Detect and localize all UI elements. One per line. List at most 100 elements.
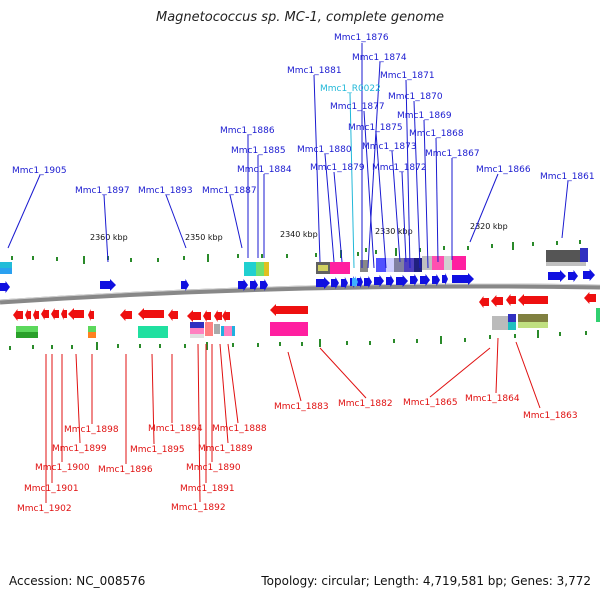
reverse-gene-arrow [214,310,222,322]
gene-label-leader [515,341,541,409]
gene-label: Mmc1_1872 [372,163,427,173]
gene-label: Mmc1_1892 [171,503,226,513]
rna-label: Mmc1_R0022 [320,84,381,94]
gene-label-leader [561,180,569,239]
gene-label: Mmc1_1873 [362,142,417,152]
gene-label: Mmc1_1884 [237,165,292,175]
gene-label: Mmc1_1900 [35,463,90,473]
gene-label: Mmc1_1866 [476,165,531,175]
gene-label: Mmc1_1874 [352,53,407,63]
scale-tick [393,339,395,343]
reverse-gene-arrow [25,309,31,321]
forward-gene-arrow [583,269,595,281]
gene-features [0,248,600,338]
scale-tick [579,240,581,244]
reverse-gene-arrow [61,308,67,320]
gene-label: Mmc1_1889 [198,444,253,454]
function-block [318,265,328,271]
gene-label: Mmc1_1875 [348,123,403,133]
scale-tick [357,252,359,256]
function-block [394,258,404,272]
gene-label: Mmc1_1885 [231,146,286,156]
forward-gene-arrow [374,275,384,287]
forward-gene-arrow [100,279,116,291]
function-block [360,260,368,272]
gene-label-leader [495,337,499,394]
forward-gene-arrow [396,275,408,287]
scale-tick [416,339,418,343]
gene-label: Mmc1_1893 [138,186,193,196]
function-block [444,256,452,270]
gene-label-leader [429,347,491,398]
reverse-gene-arrow [120,309,132,321]
forward-gene-arrow [410,274,418,286]
function-block [508,314,516,322]
gene-label: Mmc1_1894 [148,424,203,434]
scale-tick [237,254,239,258]
function-block [244,262,256,276]
scale-label: 2330 kbp [375,227,413,236]
gene-label-leader [227,343,239,424]
scale-tick [184,344,186,348]
scale-tick [319,339,321,347]
scale-tick [532,242,534,246]
gene-label: Mmc1_1876 [334,33,389,43]
gene-label: Mmc1_1901 [24,484,79,494]
gene-label-leader [75,353,81,444]
forward-gene-arrow [386,275,394,287]
forward-gene-arrow [260,279,268,291]
genome-title: Magnetococcus sp. MC-1, complete genome [155,10,445,25]
reverse-gene-arrow [518,294,548,306]
reverse-gene-arrow [187,310,201,322]
forward-gene-arrow [452,273,474,285]
gene-label-leader [423,119,429,269]
label-leaders [7,43,569,503]
function-block [88,332,96,338]
scale-tick [32,345,34,349]
gene-label-leader [435,137,439,263]
scale-tick [489,335,491,339]
scale-tick [467,246,469,250]
scale-tick [232,343,234,347]
gene-label: Mmc1_1864 [465,394,520,404]
scale-tick [491,244,493,248]
scale-tick [157,258,159,262]
gene-label: Mmc1_1896 [98,465,153,475]
reverse-gene-arrow [68,308,84,320]
function-block [224,326,232,336]
forward-gene-arrow [341,277,348,289]
backbone-arc [0,283,600,305]
forward-gene-arrow [250,279,258,291]
forward-gene-arrow [442,273,448,285]
scale-tick [346,341,348,345]
function-block [376,258,386,272]
gene-label: Mmc1_1867 [425,149,480,159]
scale-tick [257,343,259,347]
gene-label: Mmc1_1882 [338,399,393,409]
forward-gene-arrow [568,270,578,282]
reverse-gene-arrow [168,309,178,321]
scale-tick [96,342,98,350]
gene-label: Mmc1_1897 [75,186,130,196]
scale-tick [514,334,516,338]
function-block [350,262,354,274]
gene-label-leader [367,61,381,269]
gene-label: Mmc1_1881 [287,66,342,76]
scale-tick [207,254,209,262]
function-block [88,326,96,332]
gene-label-leader [401,171,407,263]
scale-tick [139,344,141,348]
gene-label: Mmc1_1888 [212,424,267,434]
gene-label: Mmc1_1895 [130,445,185,455]
gene-label: Mmc1_1887 [202,186,257,196]
function-block [580,248,588,262]
scale-tick [315,253,317,257]
gene-label-leader [165,194,187,249]
forward-gene-arrow [331,277,339,289]
scale-tick [559,332,561,336]
rna-gene-arrow [352,276,358,288]
scale-tick [32,256,34,260]
gene-label: Mmc1_1891 [180,484,235,494]
forward-gene-arrow [238,279,248,291]
gene-label: Mmc1_1869 [397,111,452,121]
